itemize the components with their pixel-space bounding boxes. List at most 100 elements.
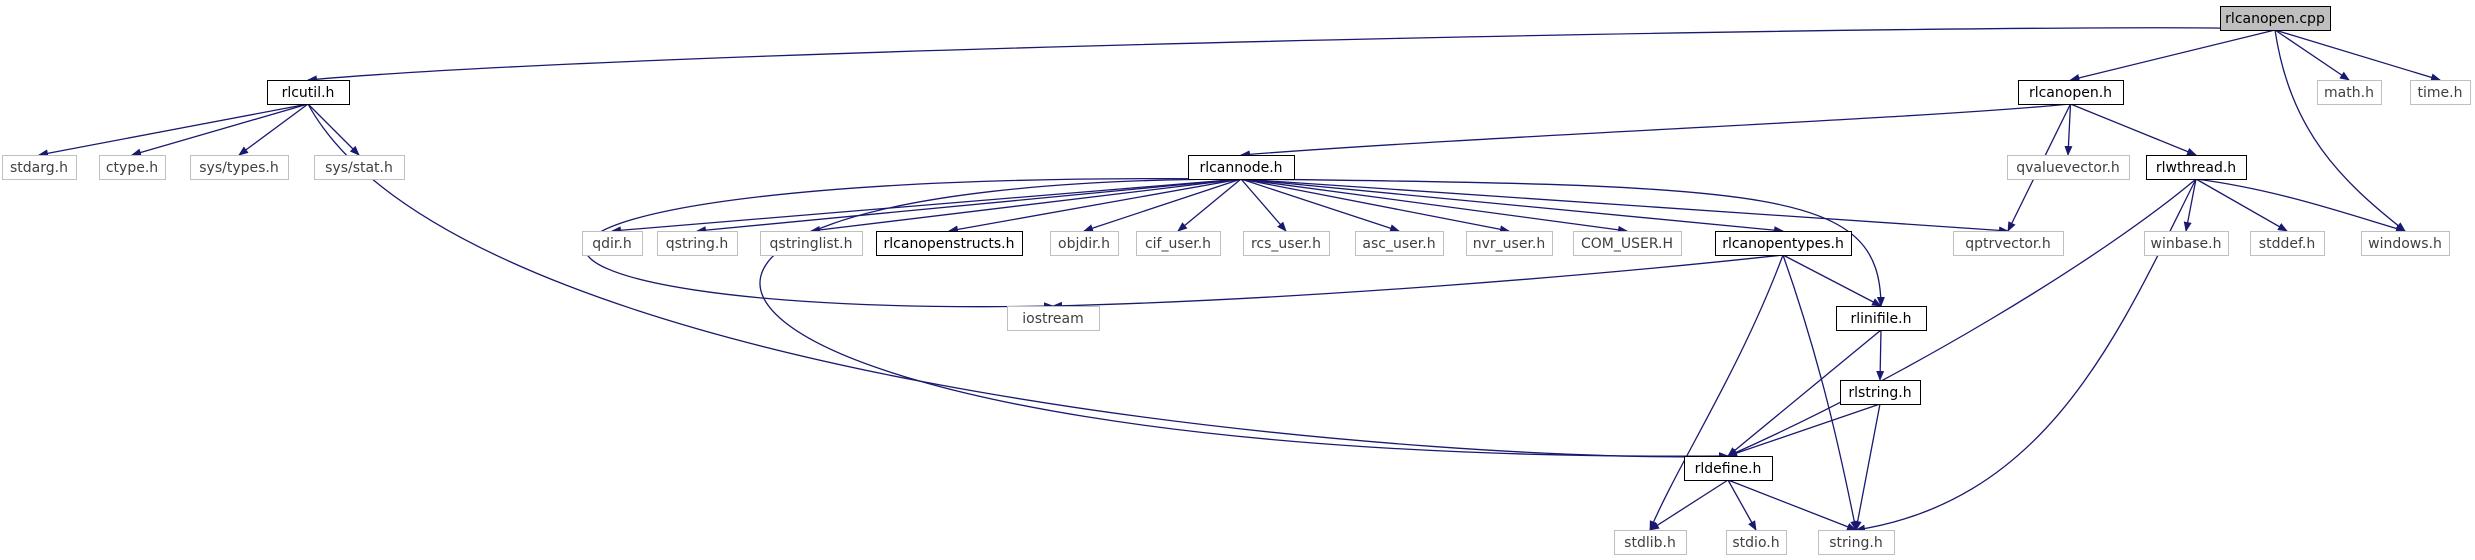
node-label: rlcanopen.cpp	[2225, 11, 2325, 27]
node-rlcanopen_cpp[interactable]: rlcanopen.cpp	[2220, 6, 2331, 31]
node-box	[2361, 231, 2450, 256]
node-label: sys/types.h	[199, 160, 278, 176]
edge-rlcanopen_h-to-rlcannode_h	[1240, 103, 2071, 159]
edge-rlcanopen_cpp-to-rlcutil_h	[307, 27, 2276, 84]
node-label: ctype.h	[106, 160, 158, 176]
edge-rlcannode_h-to-rlinifile_h	[1240, 178, 1885, 307]
node-label: qstringlist.h	[770, 236, 853, 252]
node-windows_h: windows.h	[2361, 231, 2450, 256]
edge-rlcannode_h-to-rcs_user_h	[1240, 178, 1287, 232]
node-box	[1050, 231, 1119, 256]
edge-rlcutil_h-to-sys_stat_h	[307, 103, 360, 156]
node-box	[1007, 306, 1100, 331]
node-label: nvr_user.h	[1473, 236, 1546, 252]
node-label: rlinifile.h	[1851, 311, 1912, 327]
nodes-layer: rlcanopen.cpp rlcutil.h rlcanopen.h math.h t…	[2, 6, 2471, 555]
node-box	[1818, 530, 1895, 555]
node-label: rcs_user.h	[1251, 236, 1321, 252]
node-box	[582, 231, 643, 256]
edge-rlcanopentypes_h-to-stdlib_h	[1649, 254, 1784, 531]
node-label: math.h	[2324, 85, 2374, 101]
node-box	[760, 231, 863, 256]
node-ctype_h: ctype.h	[99, 155, 166, 180]
node-COM_USER_H: COM_USER.H	[1573, 231, 1682, 256]
node-rlwthread_h[interactable]: rlwthread.h	[2146, 155, 2247, 180]
node-winbase_h: winbase.h	[2144, 231, 2229, 256]
node-label: rlcutil.h	[282, 85, 335, 101]
edge-rlcutil_h-to-rldefine_h	[307, 103, 1729, 461]
node-label: qdir.h	[592, 236, 631, 252]
node-rlcanopenstructs_h[interactable]: rlcanopenstructs.h	[876, 231, 1023, 256]
node-qstringlist_h: qstringlist.h	[760, 231, 863, 256]
edge-rlcanopen_cpp-to-rlcanopen_h	[2069, 29, 2276, 82]
node-label: rlcannode.h	[1199, 160, 1282, 176]
node-label: iostream	[1022, 311, 1084, 327]
edge-rlinifile_h-to-rldefine_h	[1727, 329, 1882, 457]
node-box	[1836, 306, 1927, 331]
node-cif_user_h: cif_user.h	[1136, 231, 1221, 256]
edge-rlwthread_h-to-windows_h	[2195, 178, 2406, 233]
node-qdir_h: qdir.h	[582, 231, 643, 256]
node-rlcanopen_h[interactable]: rlcanopen.h	[2018, 80, 2124, 105]
edge-rlcanopen_h-to-rlwthread_h	[2070, 103, 2197, 156]
edge-rlstring_h-to-rldefine_h	[1727, 403, 1881, 457]
edge-rlcannode_h-to-COM_USER_H	[1240, 178, 1628, 234]
node-box	[2317, 80, 2382, 105]
node-label: stdlib.h	[1624, 535, 1676, 551]
node-rlcutil_h[interactable]: rlcutil.h	[267, 80, 350, 105]
node-label: objdir.h	[1058, 236, 1110, 252]
node-label: qstring.h	[666, 236, 728, 252]
node-box	[2018, 80, 2124, 105]
node-label: asc_user.h	[1362, 236, 1435, 252]
node-rlstring_h[interactable]: rlstring.h	[1840, 380, 1921, 405]
node-box	[267, 80, 350, 105]
node-box	[2410, 80, 2471, 105]
node-box	[2, 155, 77, 180]
node-label: cif_user.h	[1145, 236, 1211, 252]
node-label: rlwthread.h	[2156, 160, 2236, 176]
node-rlcanopentypes_h[interactable]: rlcanopentypes.h	[1715, 231, 1852, 256]
node-label: qvaluevector.h	[2016, 160, 2120, 176]
node-string_h: string.h	[1818, 530, 1895, 555]
edge-rlcannode_h-to-rldefine_h	[759, 178, 1729, 461]
node-box	[1684, 456, 1773, 481]
edge-rlwthread_h-to-winbase_h	[2183, 178, 2197, 232]
node-rldefine_h[interactable]: rldefine.h	[1684, 456, 1773, 481]
node-objdir_h: objdir.h	[1050, 231, 1119, 256]
edge-rlcannode_h-to-rlcanopenstructs_h	[948, 178, 1242, 234]
node-box	[2146, 155, 2247, 180]
node-time_h: time.h	[2410, 80, 2471, 105]
edge-rlcutil_h-to-ctype_h	[131, 103, 309, 157]
node-label: rlcanopentypes.h	[1722, 236, 1844, 252]
node-label: stdio.h	[1732, 535, 1779, 551]
node-label: winbase.h	[2151, 236, 2222, 252]
edge-rlcanopentypes_h-to-string_h	[1782, 254, 1859, 531]
edge-rlcannode_h-to-qptrvector_h	[1240, 178, 2009, 235]
edge-rlcanopentypes_h-to-rlinifile_h	[1782, 254, 1882, 307]
edge-rlcannode_h-to-nvr_user_h	[1240, 178, 1510, 234]
node-rlcannode_h[interactable]: rlcannode.h	[1188, 155, 1295, 180]
node-box	[2144, 231, 2229, 256]
node-box	[1466, 231, 1553, 256]
edge-rldefine_h-to-string_h	[1727, 479, 1857, 531]
node-qvaluevector_h: qvaluevector.h	[2007, 155, 2130, 180]
node-iostream: iostream	[1007, 306, 1100, 331]
node-box	[1840, 380, 1921, 405]
node-sys_types_h: sys/types.h	[190, 155, 289, 180]
edge-rlstring_h-to-string_h	[1853, 403, 1881, 531]
node-math_h: math.h	[2317, 80, 2382, 105]
edge-rlwthread_h-to-stddef_h	[2195, 178, 2288, 232]
edge-rlcannode_h-to-objdir_h	[1083, 178, 1242, 232]
node-box	[1243, 231, 1330, 256]
node-box	[1355, 231, 1444, 256]
node-rcs_user_h: rcs_user.h	[1243, 231, 1330, 256]
edge-rlcanopen_cpp-to-time_h	[2274, 29, 2441, 82]
node-label: rlcanopen.h	[2029, 85, 2112, 101]
edge-rlcannode_h-to-cif_user_h	[1177, 178, 1242, 232]
edge-rlcutil_h-to-sys_types_h	[238, 103, 309, 156]
edge-rlcannode_h-to-qdir_h	[611, 178, 1242, 235]
node-box	[2220, 6, 2331, 31]
edge-rlcanopen_h-to-qvaluevector_h	[2064, 103, 2073, 156]
node-rlinifile_h[interactable]: rlinifile.h	[1836, 306, 1927, 331]
